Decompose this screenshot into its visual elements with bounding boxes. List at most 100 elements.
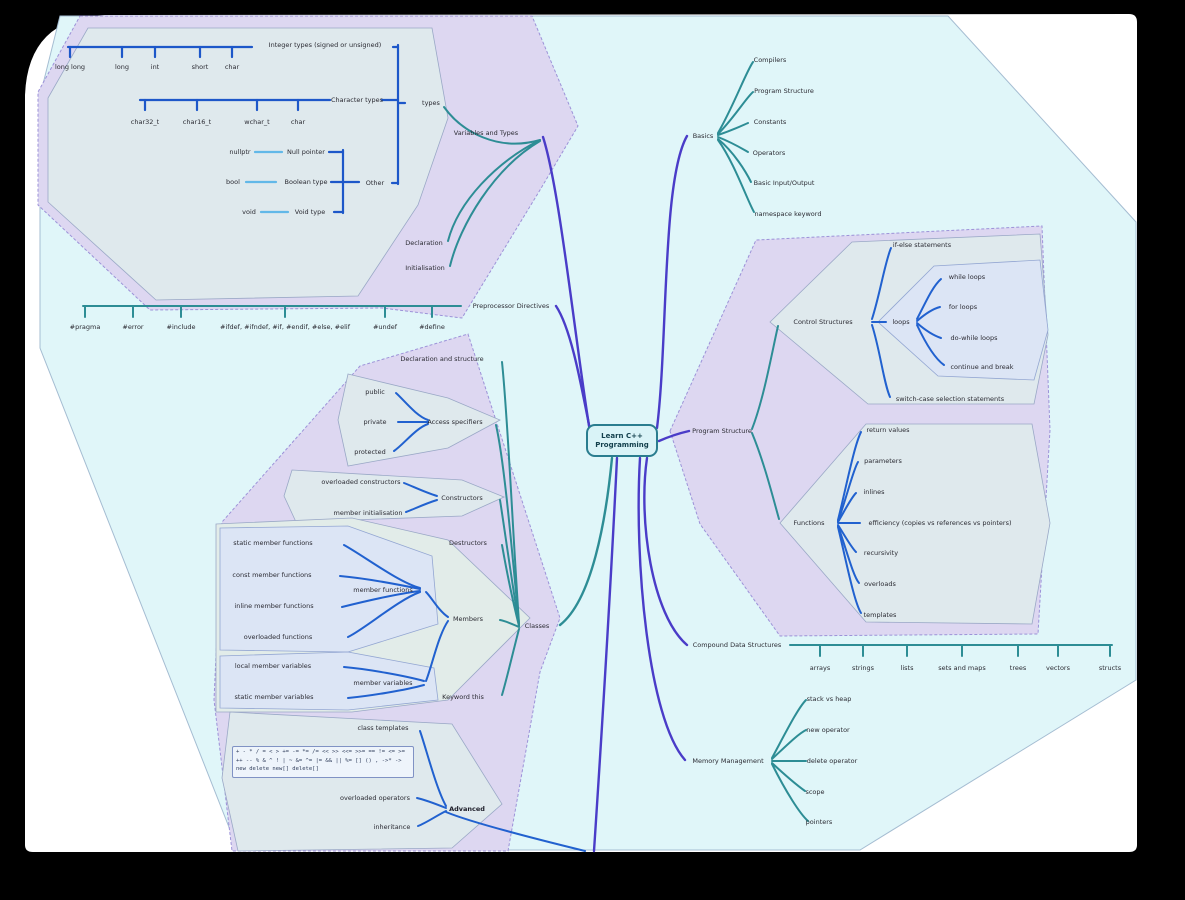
node-error[interactable]: #error [122,322,144,331]
loops-shape [877,259,1049,381]
node-wchar-t[interactable]: wchar_t [244,117,270,126]
node-declaration[interactable]: Declaration [405,238,443,247]
node-bool[interactable]: bool [226,177,240,186]
node-nullptr[interactable]: nullptr [229,147,251,156]
node-return-values[interactable]: return values [866,425,910,434]
node-overloads[interactable]: overloads [864,579,896,588]
node-pointers[interactable]: pointers [805,817,833,826]
node-define[interactable]: #define [419,322,445,331]
node-variables-and-types[interactable]: Variables and Types [453,128,519,137]
node-advanced[interactable]: Advanced [449,804,485,813]
node-members[interactable]: Members [452,614,484,623]
node-compound-data-structures[interactable]: Compound Data Structures [692,640,782,649]
node-character-types[interactable]: Character types [330,95,384,104]
node-long[interactable]: long [114,62,130,71]
node-inlines[interactable]: inlines [863,487,885,496]
node-functions[interactable]: Functions [793,518,825,527]
node-stack-vs-heap[interactable]: stack vs heap [806,694,852,703]
node-basics[interactable]: Basics [692,131,714,140]
node-class-templates[interactable]: class templates [357,723,409,732]
node-types[interactable]: types [422,98,440,107]
node-static-member-variables[interactable]: static member variables [234,692,314,701]
node-initialisation[interactable]: Initialisation [405,263,445,272]
node-vectors[interactable]: vectors [1045,663,1071,672]
node-static-member-functions[interactable]: static member functions [233,538,313,547]
node-loops[interactable]: loops [892,317,910,326]
node-control-structures[interactable]: Control Structures [793,317,853,326]
node-char32-t[interactable]: char32_t [130,117,160,126]
node-for-loops[interactable]: for loops [948,302,978,311]
node-integer-types[interactable]: Integer types (signed or unsigned) [268,40,382,49]
node-inheritance[interactable]: inheritance [373,822,411,831]
node-operators-code[interactable]: + - * / = < > += -= *= /= << >> <<= >>= … [232,746,414,778]
node-include[interactable]: #include [166,322,196,331]
node-trees[interactable]: trees [1009,663,1027,672]
node-lists[interactable]: lists [900,663,914,672]
member-functions-shape [219,525,439,653]
node-parameters[interactable]: parameters [864,456,902,465]
node-overloaded-constructors[interactable]: overloaded constructors [321,477,401,486]
node-program-structure-basic[interactable]: Program Structure [754,86,814,95]
constructors-shape [283,469,506,523]
node-recursivity[interactable]: recursivity [863,548,899,557]
node-center[interactable]: Learn C++ Programming [586,424,658,457]
node-pragma[interactable]: #pragma [69,322,101,331]
node-ifdef-group[interactable]: #ifdef, #ifndef, #if, #endif, #else, #el… [220,322,350,331]
node-namespace-keyword[interactable]: namespace keyword [754,209,822,218]
node-member-variables[interactable]: member variables [353,678,413,687]
node-constants[interactable]: Constants [753,117,787,126]
node-public[interactable]: public [365,387,385,396]
node-char16-t[interactable]: char16_t [182,117,212,126]
type-brackets [66,43,407,215]
node-program-structure[interactable]: Program Structure [692,426,752,435]
node-structs[interactable]: structs [1098,663,1122,672]
node-scope[interactable]: scope [805,787,825,796]
node-void[interactable]: void [242,207,256,216]
node-operators[interactable]: Operators [752,148,786,157]
node-do-while-loops[interactable]: do-while loops [950,333,998,342]
node-arrays[interactable]: arrays [809,663,831,672]
node-void-type[interactable]: Void type [294,207,326,216]
node-destructors[interactable]: Destructors [449,538,487,547]
node-preprocessor-directives[interactable]: Preprocessor Directives [472,301,550,310]
node-other[interactable]: Other [365,178,385,187]
node-long-long[interactable]: long long [54,62,86,71]
node-sets-and-maps[interactable]: sets and maps [938,663,986,672]
node-access-specifiers[interactable]: Access specifiers [427,417,483,426]
node-member-initialisation[interactable]: member initialisation [333,508,403,517]
node-switch-case[interactable]: switch-case selection statements [895,394,1005,403]
node-overloaded-operators[interactable]: overloaded operators [340,793,410,802]
node-protected[interactable]: protected [354,447,386,456]
node-undef[interactable]: #undef [372,322,398,331]
node-new-operator[interactable]: new operator [806,725,850,734]
node-member-functions[interactable]: member functions [353,585,413,594]
node-const-member-functions[interactable]: const member functions [232,570,312,579]
node-constructors[interactable]: Constructors [441,493,483,502]
node-overloaded-functions[interactable]: overloaded functions [243,632,313,641]
node-declaration-and-structure[interactable]: Declaration and structure [400,354,484,363]
node-int[interactable]: int [150,62,160,71]
node-while-loops[interactable]: while loops [948,272,986,281]
node-templates[interactable]: templates [863,610,897,619]
node-short[interactable]: short [191,62,209,71]
node-basic-input-output[interactable]: Basic Input/Output [753,178,815,187]
node-delete-operator[interactable]: delete operator [806,756,858,765]
node-strings[interactable]: strings [851,663,875,672]
node-keyword-this[interactable]: Keyword this [442,692,484,701]
node-local-member-variables[interactable]: local member variables [234,661,312,670]
node-classes[interactable]: Classes [524,621,550,630]
node-inline-member-functions[interactable]: inline member functions [234,601,314,610]
node-char-character[interactable]: char [290,117,306,126]
node-char-integer[interactable]: char [224,62,240,71]
node-efficiency[interactable]: efficiency (copies vs references vs poin… [868,518,1012,527]
node-compilers[interactable]: Compilers [753,55,787,64]
node-continue-and-break[interactable]: continue and break [950,362,1014,371]
node-null-pointer[interactable]: Null pointer [287,147,325,156]
node-private[interactable]: private [363,417,387,426]
node-if-else-statements[interactable]: if-else statements [892,240,952,249]
node-memory-management[interactable]: Memory Management [692,756,764,765]
node-boolean-type[interactable]: Boolean type [284,177,328,186]
list-lines [82,305,1113,657]
member-variables-shape [219,651,439,711]
